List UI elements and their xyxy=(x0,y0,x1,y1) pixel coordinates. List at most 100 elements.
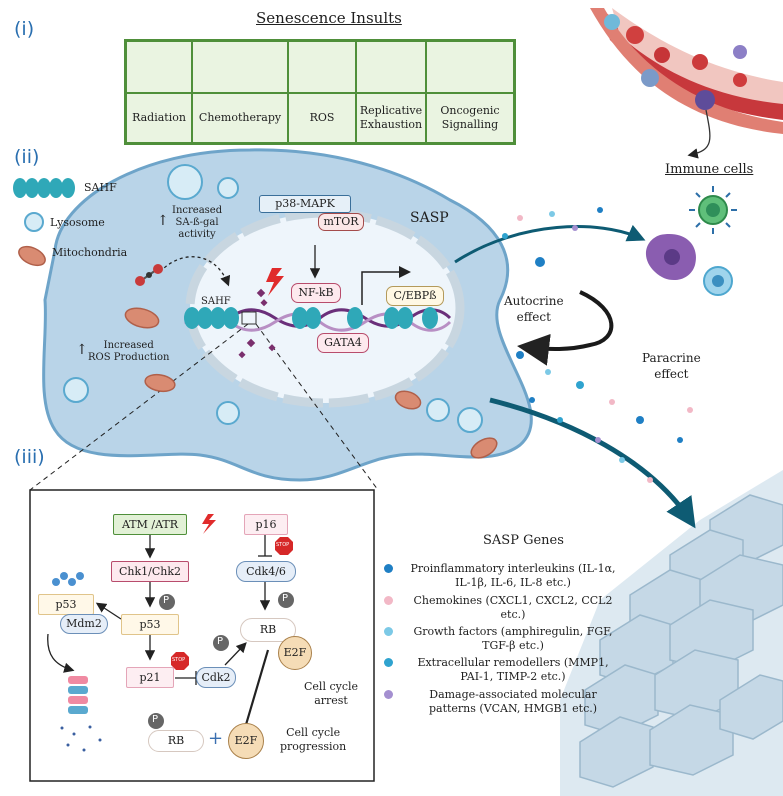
insult-icon-cell xyxy=(356,41,426,93)
lightning-icon xyxy=(266,268,284,296)
arrest-line1: Cell cycle xyxy=(304,680,359,693)
paracrine-label: Paracrine effect xyxy=(642,350,701,382)
cdk2-box: Cdk2 xyxy=(196,667,236,688)
sasp-legend-line2: PAI-1, TIMP-2 etc.) xyxy=(460,670,566,683)
dna-strand xyxy=(184,307,452,332)
stop-label: STOP xyxy=(276,542,290,548)
up-arrow-icon: ↑ xyxy=(157,213,169,229)
sasp-legend-line1: Proinflammatory interleukins (IL-1α, xyxy=(410,562,616,575)
sasp-legend-dot xyxy=(384,690,393,699)
increased-sa-label: Increased SA-ß-gal activity xyxy=(172,205,222,241)
insult-ros: ROS xyxy=(288,93,356,143)
sasp-particles xyxy=(502,207,693,483)
sasp-legend-line2: TGF-β etc.) xyxy=(482,639,544,652)
sahf-icon xyxy=(13,178,75,198)
sahf-label: SAHF xyxy=(201,296,231,307)
p53-left-box: p53 xyxy=(38,594,94,615)
sasp-legend-dot xyxy=(384,596,393,605)
section-label-ii: (ii) xyxy=(14,146,40,168)
immune-cell-icon xyxy=(645,186,737,296)
rb-top-box: RB xyxy=(240,618,296,642)
increased-ros-line2: ROS Production xyxy=(88,352,170,363)
p53-center-box: p53 xyxy=(121,614,179,635)
up-arrow-icon: ↑ xyxy=(76,342,88,358)
increased-sa-line1: Increased xyxy=(172,205,223,216)
sasp-legend-line1: Chemokines (CXCL1, CXCL2, CCL2 xyxy=(413,594,613,607)
p21-box: p21 xyxy=(126,667,174,688)
insult-chemotherapy: Chemotherapy xyxy=(192,93,288,143)
lightning-icon-inset xyxy=(202,514,216,534)
legend-mitochondria: Mitochondria xyxy=(52,246,128,259)
sasp-legend-item: Growth factors (amphiregulin, FGF,TGF-β … xyxy=(398,625,628,653)
increased-sa-line2: SA-ß-gal xyxy=(175,217,219,228)
phospho-label: P xyxy=(163,595,170,606)
mtor-box: mTOR xyxy=(318,213,364,231)
paracrine-line2: effect xyxy=(654,367,689,381)
phospho-label: P xyxy=(152,714,159,725)
pathway-inset xyxy=(29,489,375,782)
rb-bottom-box: RB xyxy=(148,730,204,752)
immune-cells-label: Immune cells xyxy=(665,162,754,177)
epithelium-icon xyxy=(560,470,783,796)
sasp-label: SASP xyxy=(410,210,449,226)
autocrine-line1: Autocrine xyxy=(504,294,564,308)
phospho-label: P xyxy=(217,636,224,647)
mitochondria-icon xyxy=(18,245,498,459)
ros-molecule-icon xyxy=(135,264,163,286)
cell-cycle-progression-label: Cell cycle progression xyxy=(280,726,346,754)
blood-vessel-icon xyxy=(590,8,783,159)
legend-lysosome: Lysosome xyxy=(50,216,105,229)
phospho-label: P xyxy=(282,593,289,604)
nfkb-box: NF-kB xyxy=(291,283,341,303)
mdm2-box: Mdm2 xyxy=(60,614,108,634)
increased-sa-line3: activity xyxy=(178,229,216,240)
sasp-legend-item: Extracellular remodellers (MMP1,PAI-1, T… xyxy=(398,656,628,684)
paracrine-line1: Paracrine xyxy=(642,351,701,365)
plus-sign: + xyxy=(208,728,224,749)
sasp-legend-dot xyxy=(384,627,393,636)
stop-label: STOP xyxy=(172,657,186,663)
gata4-box: GATA4 xyxy=(317,333,369,353)
autocrine-line2: effect xyxy=(516,310,551,324)
insult-icon-cell xyxy=(288,41,356,93)
atm-atr-box: ATM /ATR xyxy=(113,514,187,535)
p38-mapk-box: p38-MAPK xyxy=(259,195,351,213)
sasp-legend-line2: etc.) xyxy=(500,608,526,621)
sasp-genes-title: SASP Genes xyxy=(483,533,564,548)
insult-radiation: Radiation xyxy=(126,93,192,143)
stop-sign-icon xyxy=(171,537,293,670)
e2f-bottom-circle: E2F xyxy=(228,723,264,759)
lysosome-icon xyxy=(24,164,483,433)
section-label-i: (i) xyxy=(14,18,35,40)
insults-title: Senescence Insults xyxy=(256,9,402,27)
proteasome-icon xyxy=(52,572,102,752)
legend-sahf: SAHF xyxy=(84,181,117,194)
section-label-iii: (iii) xyxy=(14,446,45,468)
insult-icon-cell xyxy=(126,41,192,93)
p16-box: p16 xyxy=(244,514,288,535)
insults-table: Radiation Chemotherapy ROS Replicative E… xyxy=(124,39,516,145)
autocrine-label: Autocrine effect xyxy=(504,293,564,325)
sasp-legend-line1: Damage-associated molecular xyxy=(429,688,597,701)
insult-oncogenic-signalling: Oncogenic Signalling xyxy=(426,93,514,143)
e2f-top-circle: E2F xyxy=(278,636,312,670)
sasp-legend-item: Proinflammatory interleukins (IL-1α,IL-1… xyxy=(398,562,628,590)
increased-ros-line1: Increased xyxy=(103,340,154,351)
insult-replicative-exhaustion: Replicative Exhaustion xyxy=(356,93,426,143)
sasp-legend-dot xyxy=(384,564,393,573)
sasp-legend-line1: Extracellular remodellers (MMP1, xyxy=(417,656,609,669)
chk-box: Chk1/Chk2 xyxy=(111,561,189,582)
arrest-line2: arrest xyxy=(314,694,348,707)
sasp-legend-dot xyxy=(384,658,393,667)
progression-line1: Cell cycle xyxy=(286,726,341,739)
increased-ros-label: Increased ROS Production xyxy=(88,340,169,364)
progression-line2: progression xyxy=(280,740,347,753)
cdk46-box: Cdk4/6 xyxy=(236,561,296,582)
sasp-legend-line2: IL-1β, IL-6, IL-8 etc.) xyxy=(455,576,571,589)
insult-icon-cell xyxy=(192,41,288,93)
sasp-legend-line2: patterns (VCAN, HMGB1 etc.) xyxy=(428,702,598,715)
sasp-legend-line1: Growth factors (amphiregulin, FGF, xyxy=(413,625,613,638)
insult-icon-cell xyxy=(426,41,514,93)
